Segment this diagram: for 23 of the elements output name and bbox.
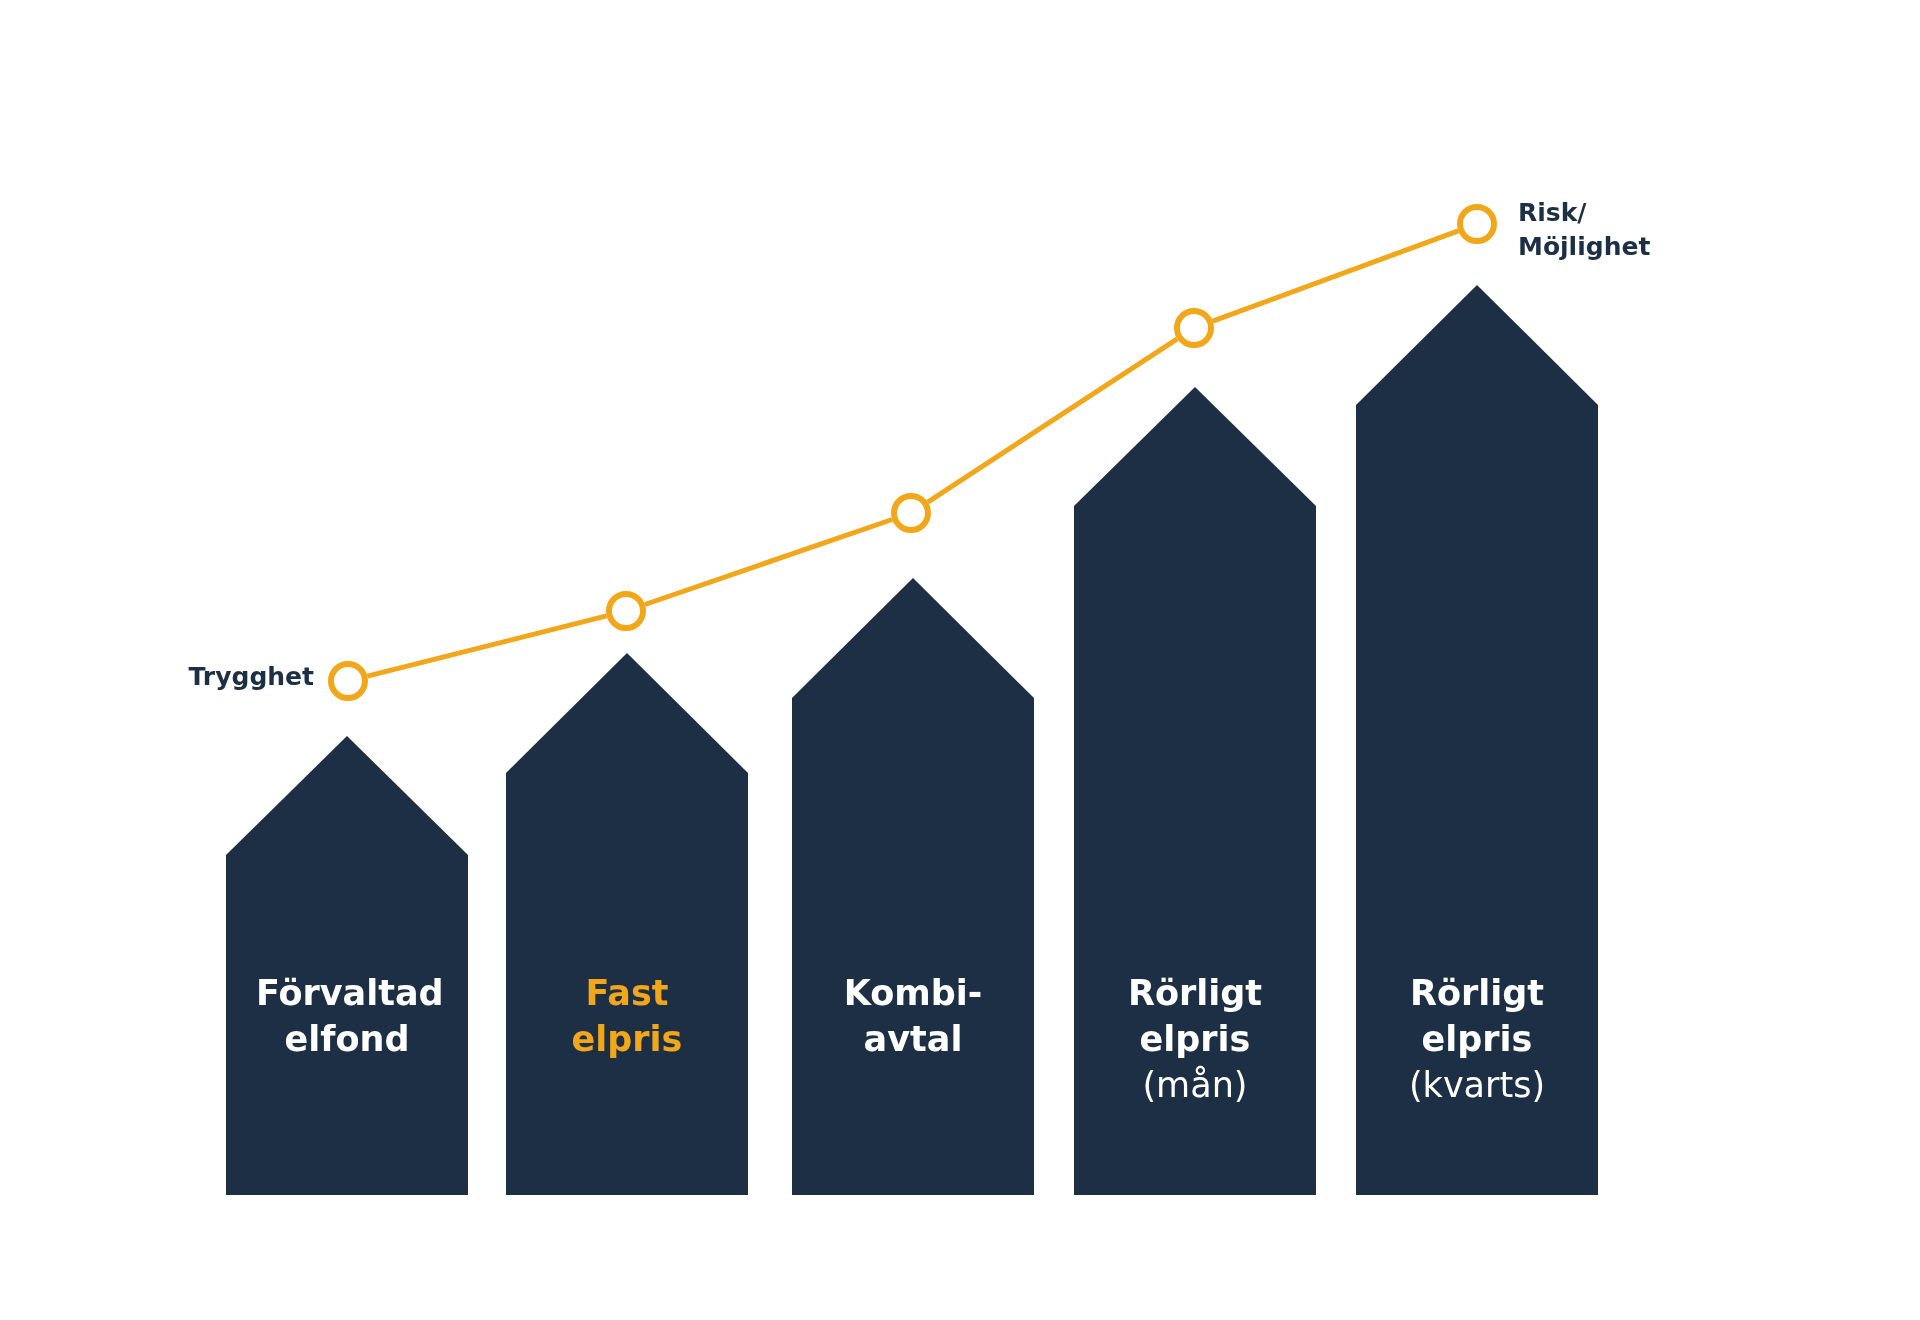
circle-marker [328, 661, 368, 701]
arrow-bar [792, 578, 1034, 1195]
circle-marker [891, 493, 931, 533]
bar-label: Rörligt elpris [1126, 972, 1263, 1061]
connector-line [644, 517, 893, 607]
end-label: Risk/ Möjlighet [1518, 197, 1652, 263]
circle-marker [1174, 308, 1214, 348]
bar-label: Fast elpris [570, 972, 684, 1061]
circle-marker [1457, 204, 1497, 244]
arrow-bar [226, 736, 468, 1195]
bar-label: Förvaltad elfond [255, 972, 445, 1061]
end-label: Trygghet [187, 661, 314, 693]
arrow-bar [506, 653, 748, 1195]
connector-line [926, 336, 1179, 505]
circle-marker [606, 591, 646, 631]
bar-sublabel: (mån) [1141, 1064, 1249, 1107]
connector-line [1211, 228, 1460, 324]
bar-sublabel: (kvarts) [1407, 1064, 1547, 1107]
arrow-bar [1356, 285, 1598, 1195]
connector-line [366, 613, 608, 679]
bar-label: Rörligt elpris [1408, 972, 1545, 1061]
bar-label: Kombi- avtal [842, 972, 984, 1061]
arrow-bar [1074, 387, 1316, 1195]
